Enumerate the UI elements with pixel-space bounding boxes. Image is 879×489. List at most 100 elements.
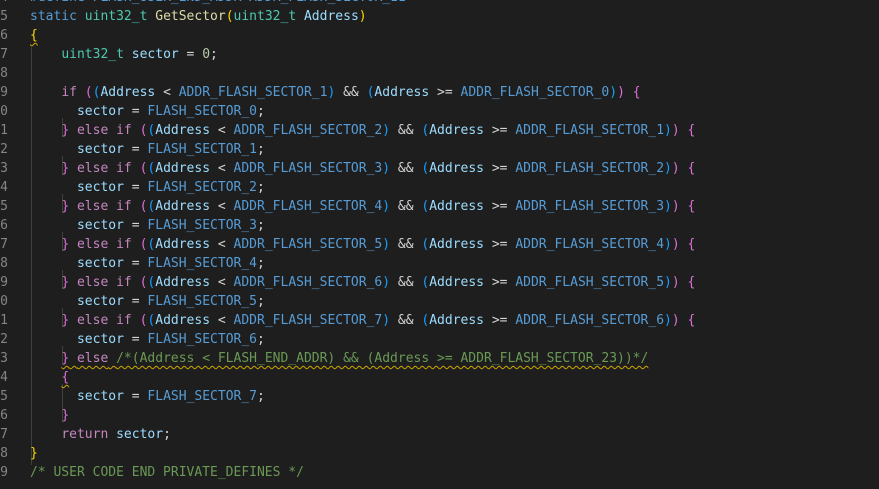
code-token — [30, 256, 77, 271]
code-text: /* USER CODE END PRIVATE_DEFINES */ — [30, 463, 304, 482]
code-token: FLASH_SECTOR_3 — [147, 218, 257, 233]
code-token: { — [30, 28, 38, 43]
code-token: if — [116, 199, 132, 214]
code-token: sector — [76, 142, 124, 157]
code-token: sector — [76, 389, 124, 404]
code-line[interactable]: 7 } else if ((Address < ADDR_FLASH_SECTO… — [0, 235, 879, 254]
code-token: sector — [131, 47, 179, 62]
code-token: ) — [664, 199, 672, 214]
code-line[interactable]: 6 } — [0, 406, 879, 425]
code-token — [124, 47, 132, 62]
code-line[interactable]: 8 — [0, 64, 879, 83]
code-token — [680, 237, 688, 252]
code-token: ) — [617, 85, 625, 100]
code-token: ) — [671, 237, 680, 252]
code-token — [108, 427, 116, 442]
code-token: >= — [484, 313, 516, 328]
code-token: else — [76, 237, 109, 252]
code-token: ( — [92, 85, 101, 100]
code-line[interactable]: 3 } else if ((Address < ADDR_FLASH_SECTO… — [0, 159, 879, 178]
code-token: ) — [664, 275, 672, 290]
code-token: if — [116, 123, 132, 138]
code-token: ) — [382, 199, 391, 214]
line-number: 1 — [0, 313, 8, 328]
code-token: FLASH_SECTOR_6 — [147, 332, 257, 347]
code-token: ADDR_FLASH_SECTOR_3 — [233, 161, 383, 176]
code-token — [30, 408, 61, 423]
code-token: = — [123, 218, 148, 233]
code-text: #define FLASH_USER_END_ADDR ADDR_FLASH_S… — [30, 0, 406, 7]
code-token: ( — [366, 85, 375, 100]
code-token — [30, 85, 61, 100]
code-line[interactable]: 2 sector = FLASH_SECTOR_6; — [0, 330, 879, 349]
code-line[interactable]: 9 if ((Address < ADDR_FLASH_SECTOR_1) &&… — [0, 83, 879, 102]
code-line[interactable]: 9 } else if ((Address < ADDR_FLASH_SECTO… — [0, 273, 879, 292]
code-text: sector = FLASH_SECTOR_6; — [30, 330, 265, 349]
code-line[interactable]: 1 } else if ((Address < ADDR_FLASH_SECTO… — [0, 311, 879, 330]
code-text: } else if ((Address < ADDR_FLASH_SECTOR_… — [30, 273, 695, 292]
code-token — [30, 47, 61, 62]
code-token: && — [390, 275, 422, 290]
code-token: } — [61, 161, 70, 176]
code-token: ) — [664, 237, 672, 252]
code-token — [132, 275, 140, 290]
code-token: ( — [139, 199, 148, 214]
code-token: >= — [484, 237, 516, 252]
code-line[interactable]: 3 } else /*(Address < FLASH_END_ADDR) &&… — [0, 349, 879, 368]
code-token: Address — [100, 85, 156, 100]
line-number: 1 — [0, 123, 8, 138]
code-token: } — [61, 408, 70, 423]
code-token: ( — [421, 237, 430, 252]
code-token: = — [123, 142, 148, 157]
code-token: ; — [257, 180, 265, 195]
code-token: ) — [671, 123, 680, 138]
code-line[interactable]: 5 } else if ((Address < ADDR_FLASH_SECTO… — [0, 197, 879, 216]
code-line[interactable]: 1 } else if ((Address < ADDR_FLASH_SECTO… — [0, 121, 879, 140]
code-token — [30, 237, 61, 252]
code-line[interactable]: 4#define FLASH_USER_END_ADDR ADDR_FLASH_… — [0, 0, 879, 7]
code-token: ; — [163, 427, 171, 442]
code-line[interactable]: 4 { — [0, 368, 879, 387]
code-token: < — [210, 161, 234, 176]
code-line[interactable]: 9/* USER CODE END PRIVATE_DEFINES */ — [0, 463, 879, 482]
code-line[interactable]: 0 sector = FLASH_SECTOR_0; — [0, 102, 879, 121]
code-token: Address — [429, 313, 485, 328]
code-token — [680, 313, 688, 328]
code-line[interactable]: 7 return sector; — [0, 425, 879, 444]
line-number: 5 — [0, 9, 8, 24]
code-token: >= — [484, 199, 516, 214]
code-text: sector = FLASH_SECTOR_7; — [30, 387, 265, 406]
code-line[interactable]: 8 sector = FLASH_SECTOR_4; — [0, 254, 879, 273]
code-token: Address — [155, 313, 211, 328]
code-token: sector — [76, 332, 124, 347]
code-token: ; — [257, 256, 265, 271]
code-line[interactable]: 7 uint32_t sector = 0; — [0, 45, 879, 64]
code-token: ; — [210, 47, 218, 62]
code-token: } — [61, 351, 70, 366]
code-line[interactable]: 6 sector = FLASH_SECTOR_3; — [0, 216, 879, 235]
code-text: uint32_t sector = 0; — [30, 45, 218, 64]
code-line[interactable]: 5 sector = FLASH_SECTOR_7; — [0, 387, 879, 406]
code-line[interactable]: 4 sector = FLASH_SECTOR_2; — [0, 178, 879, 197]
code-token: ADDR_FLASH_SECTOR_3 — [515, 199, 665, 214]
code-text: } else if ((Address < ADDR_FLASH_SECTOR_… — [30, 235, 695, 254]
code-token: GetSector — [155, 9, 226, 24]
code-text: sector = FLASH_SECTOR_1; — [30, 140, 265, 159]
code-token — [30, 180, 77, 195]
code-line[interactable]: 8} — [0, 444, 879, 463]
code-token: } — [61, 313, 70, 328]
line-number: 9 — [0, 275, 8, 290]
code-token: ; — [257, 218, 265, 233]
code-token: { — [632, 85, 641, 100]
code-token: FLASH_SECTOR_0 — [147, 104, 257, 119]
code-text: sector = FLASH_SECTOR_5; — [30, 292, 265, 311]
code-line[interactable]: 0 sector = FLASH_SECTOR_5; — [0, 292, 879, 311]
code-token: Address — [429, 123, 485, 138]
code-line[interactable]: 2 sector = FLASH_SECTOR_1; — [0, 140, 879, 159]
code-token: sector — [76, 104, 124, 119]
code-line[interactable]: 6{ — [0, 26, 879, 45]
code-token — [108, 199, 116, 214]
code-token — [108, 123, 116, 138]
